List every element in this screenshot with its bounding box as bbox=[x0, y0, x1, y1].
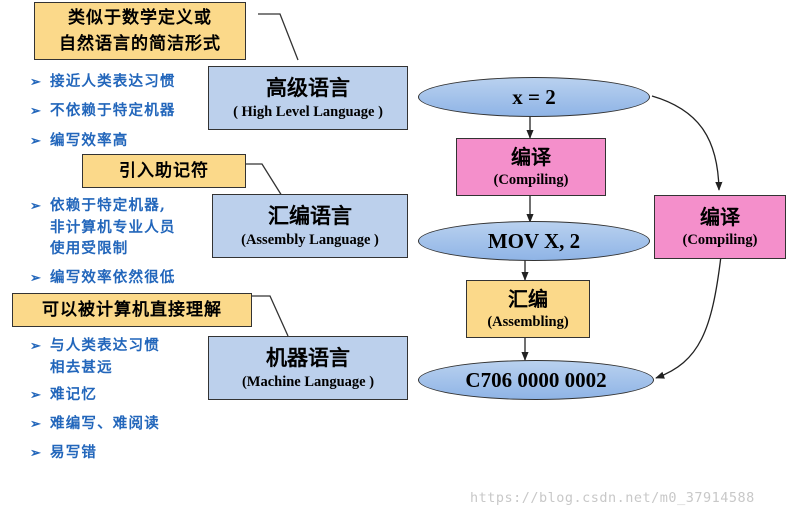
bullet-arrow-icon: ➢ bbox=[30, 134, 43, 149]
bullet-assembly-1: ➢依赖于特定机器, 非计算机专业人员 使用受限制 bbox=[30, 197, 176, 257]
compiling-direct-en: (Compiling) bbox=[682, 232, 758, 248]
assembly-language-zh: 汇编语言 bbox=[268, 203, 352, 228]
box-machine-language: 机器语言 (Machine Language ) bbox=[208, 336, 408, 400]
bullet-list: ➢接近人类表达习惯 ➢不依赖于特定机器 ➢编写效率高 ➢依赖于特定机器, 非计算… bbox=[30, 0, 210, 521]
bullet-machine-3: ➢难编写、难阅读 bbox=[30, 413, 160, 435]
machine-language-en: (Machine Language ) bbox=[241, 374, 375, 390]
bullet-machine-1: ➢与人类表达习惯 相去甚远 bbox=[30, 337, 160, 376]
bullet-arrow-icon: ➢ bbox=[30, 199, 43, 214]
bullet-machine-4: ➢易写错 bbox=[30, 442, 97, 464]
high-level-language-en: ( High Level Language ) bbox=[233, 104, 383, 120]
bullet-arrow-icon: ➢ bbox=[30, 388, 43, 403]
callout-high-level-line1: 类似于数学定义或 bbox=[68, 8, 212, 28]
compiling-zh: 编译 bbox=[511, 145, 551, 169]
bullet-assembly-2: ➢编写效率依然很低 bbox=[30, 267, 176, 289]
ellipse-source-code: x = 2 bbox=[418, 77, 650, 117]
arrow-source-to-compile2 bbox=[651, 95, 723, 191]
assembling-zh: 汇编 bbox=[508, 287, 548, 311]
box-compiling-direct: 编译 (Compiling) bbox=[654, 195, 786, 259]
compiling-en: (Compiling) bbox=[493, 172, 569, 188]
compiling-direct-zh: 编译 bbox=[700, 205, 740, 229]
callout-machine: 可以被计算机直接理解 bbox=[12, 293, 252, 327]
bullet-arrow-icon: ➢ bbox=[30, 104, 43, 119]
machine-code-text: C706 0000 0002 bbox=[465, 367, 607, 392]
box-high-level-language: 高级语言 ( High Level Language ) bbox=[208, 66, 408, 130]
bullet-arrow-icon: ➢ bbox=[30, 446, 43, 461]
watermark-url: https://blog.csdn.net/m0_37914588 bbox=[470, 490, 755, 506]
box-assembly-language: 汇编语言 (Assembly Language ) bbox=[212, 194, 408, 258]
bullet-arrow-icon: ➢ bbox=[30, 417, 43, 432]
machine-language-zh: 机器语言 bbox=[266, 345, 350, 370]
box-assembling: 汇编 (Assembling) bbox=[466, 280, 590, 338]
callout-leader-high bbox=[258, 13, 299, 61]
box-compiling: 编译 (Compiling) bbox=[456, 138, 606, 196]
assembling-en: (Assembling) bbox=[487, 314, 569, 330]
bullet-high-3: ➢编写效率高 bbox=[30, 130, 129, 152]
bullet-high-2: ➢不依赖于特定机器 bbox=[30, 100, 176, 122]
assembly-language-en: (Assembly Language ) bbox=[241, 232, 379, 248]
bullet-arrow-icon: ➢ bbox=[30, 271, 43, 286]
assembly-code-text: MOV X, 2 bbox=[487, 228, 581, 253]
callout-assembly-text: 引入助记符 bbox=[119, 161, 209, 181]
callout-machine-text: 可以被计算机直接理解 bbox=[42, 300, 222, 320]
bullet-arrow-icon: ➢ bbox=[30, 75, 43, 90]
arrow-compile2-to-machine bbox=[655, 255, 722, 379]
ellipse-machine-code: C706 0000 0002 bbox=[418, 360, 654, 400]
high-level-language-zh: 高级语言 bbox=[266, 75, 350, 100]
source-code-text: x = 2 bbox=[512, 84, 556, 109]
bullet-arrow-icon: ➢ bbox=[30, 339, 43, 354]
callout-leader-assembly bbox=[246, 163, 283, 197]
callout-high-level: 类似于数学定义或 自然语言的简洁形式 bbox=[34, 2, 246, 60]
bullet-machine-2: ➢难记忆 bbox=[30, 384, 97, 406]
callout-leader-machine bbox=[252, 295, 289, 337]
callout-high-level-line2: 自然语言的简洁形式 bbox=[59, 34, 221, 54]
ellipse-assembly-code: MOV X, 2 bbox=[418, 221, 650, 261]
callout-assembly: 引入助记符 bbox=[82, 154, 246, 188]
bullet-high-1: ➢接近人类表达习惯 bbox=[30, 71, 176, 93]
